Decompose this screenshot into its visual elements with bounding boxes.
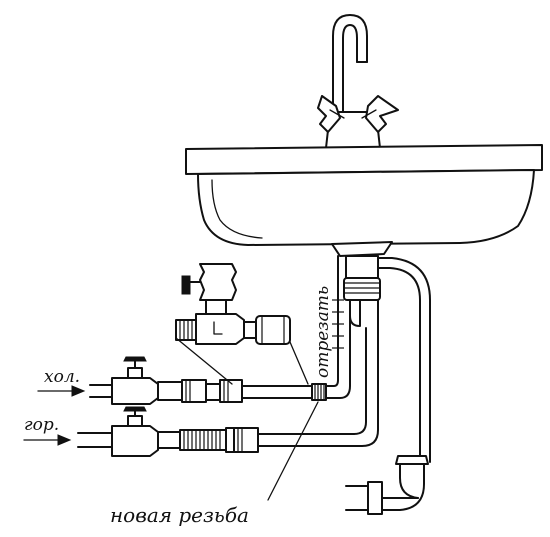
sink [185,144,543,257]
cut-label: отрезать [313,286,333,378]
new-thread-label: новая резьба [110,503,249,527]
left-handle-icon [317,95,341,133]
cold-label: хол. [44,367,80,387]
hot-label: гор. [24,415,59,435]
drain-pipe [343,255,431,515]
cold-arrow-icon [37,385,86,397]
hot-arrow-icon [23,434,72,446]
cut-mark [332,299,344,349]
pointer-lines [175,337,319,501]
faucet [317,14,399,149]
hot-valve-icon [111,425,159,457]
cold-valve-icon [111,377,159,405]
right-handle-icon [365,95,399,133]
replacement-parts [175,263,291,345]
cold-water-line [89,255,351,405]
hot-water-line [77,299,379,457]
